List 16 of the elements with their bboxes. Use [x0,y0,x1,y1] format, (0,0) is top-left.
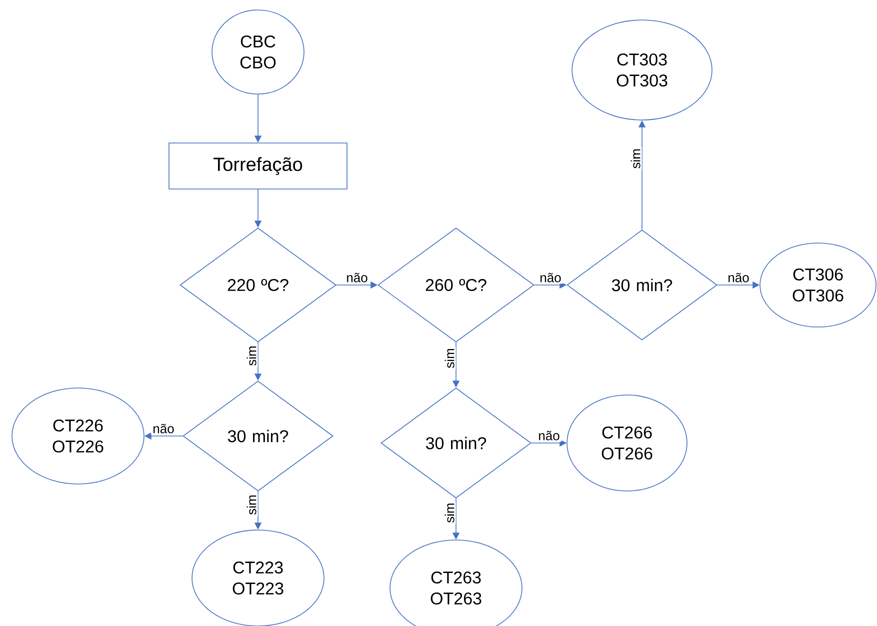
ellipse-node: CT226 OT226 [12,388,144,484]
edge-label: sim [443,501,456,524]
ellipse-node: CT266 OT266 [566,394,688,492]
edge-label: não [344,271,370,284]
edge-label: sim [245,344,258,368]
edge-label: não [538,271,563,284]
ellipse-node: CT303 OT303 [572,20,712,120]
edge-label: não [536,429,562,442]
edge-label: não [151,422,176,435]
edge-label: sim [443,346,456,370]
ellipse-node: CBC CBO [212,10,304,94]
edge-label: sim [245,493,258,516]
edge-label: não [726,271,751,284]
process-box: Torrefação [168,142,348,190]
edge-label: sim [629,147,642,170]
ellipse-node: CT306 OT306 [760,242,876,328]
